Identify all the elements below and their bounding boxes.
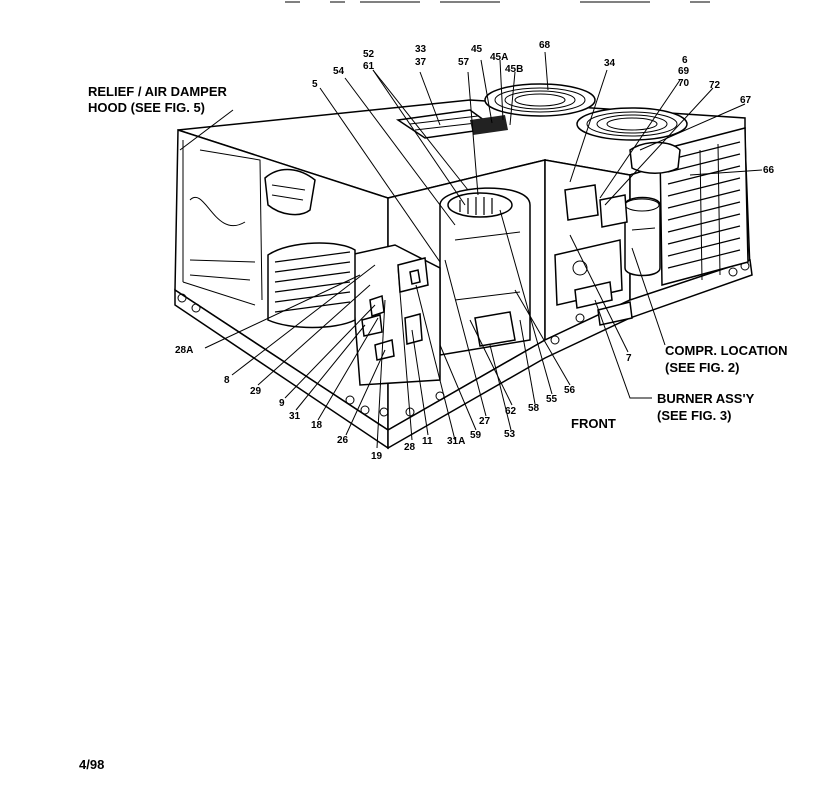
- callout-61: 61: [363, 61, 375, 72]
- compr-location-label-line2: (SEE FIG. 2): [665, 360, 739, 375]
- callout-55: 55: [546, 394, 558, 405]
- callout-58: 58: [528, 403, 540, 414]
- callout-28a: 28A: [175, 345, 193, 356]
- front-label: FRONT: [571, 416, 616, 431]
- callout-8: 8: [224, 375, 230, 386]
- callout-72: 72: [709, 80, 721, 91]
- compr-location-label-line1: COMPR. LOCATION: [665, 343, 788, 358]
- callout-29: 29: [250, 386, 262, 397]
- callout-19: 19: [371, 451, 383, 462]
- date-code: 4/98: [79, 757, 104, 772]
- descriptive-labels: RELIEF / AIR DAMPER HOOD (SEE FIG. 5) CO…: [79, 84, 788, 772]
- compressor: [624, 196, 661, 277]
- relief-hood-label-line1: RELIEF / AIR DAMPER: [88, 84, 228, 99]
- control-box: [349, 244, 441, 386]
- callout-69: 69: [678, 66, 690, 77]
- callout-54: 54: [333, 66, 345, 77]
- relief-hood-label-line2: HOOD (SEE FIG. 5): [88, 100, 205, 115]
- callout-27: 27: [479, 416, 491, 427]
- callout-45b: 45B: [505, 64, 523, 75]
- callout-37: 37: [415, 57, 427, 68]
- callout-9: 9: [279, 398, 285, 409]
- callout-53: 53: [504, 429, 516, 440]
- callout-59: 59: [470, 430, 482, 441]
- leader-lines: [179, 51, 763, 449]
- callout-56: 56: [564, 385, 576, 396]
- callout-45: 45: [471, 44, 483, 55]
- condenser-fan-grilles: [395, 83, 688, 141]
- left-end-frame: [182, 140, 316, 306]
- callout-31: 31: [289, 411, 301, 422]
- callout-18: 18: [311, 420, 323, 431]
- callout-6: 6: [682, 55, 688, 66]
- heat-exchanger: [267, 242, 356, 329]
- callout-5: 5: [312, 79, 318, 90]
- callout-33: 33: [415, 44, 427, 55]
- base-rail: [174, 259, 753, 450]
- callout-34: 34: [604, 58, 616, 69]
- burner-assy-label-line1: BURNER ASS'Y: [657, 391, 755, 406]
- callout-62: 62: [505, 406, 517, 417]
- callout-70: 70: [678, 78, 690, 89]
- callout-26: 26: [337, 435, 349, 446]
- callout-31a: 31A: [447, 436, 465, 447]
- callout-11: 11: [422, 436, 433, 447]
- callout-7: 7: [626, 353, 632, 364]
- callout-68: 68: [539, 40, 551, 51]
- callout-66: 66: [763, 165, 775, 176]
- callout-45a: 45A: [490, 52, 508, 63]
- callout-numbers: 52 61 33 37 45 45A 45B 68 57 54 5 34 6 6…: [175, 40, 775, 462]
- callout-67: 67: [740, 95, 752, 106]
- callout-57: 57: [458, 57, 470, 68]
- blower-assembly: [439, 187, 531, 356]
- callout-52: 52: [363, 49, 375, 60]
- callout-28: 28: [404, 442, 416, 453]
- condenser-coil: [659, 127, 749, 286]
- burner-assy-label-line2: (SEE FIG. 3): [657, 408, 731, 423]
